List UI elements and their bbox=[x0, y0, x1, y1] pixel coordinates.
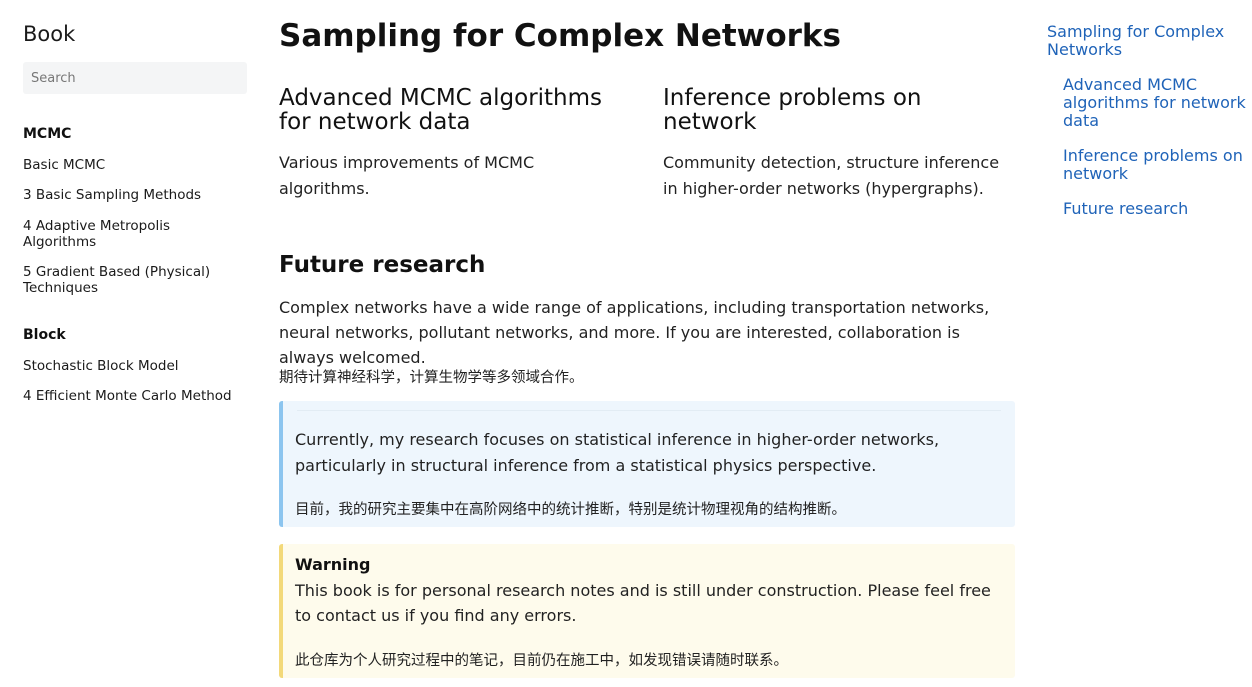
card-text-advanced-mcmc: Various improvements of MCMC algorithms. bbox=[279, 153, 535, 198]
future-research-cn-text: 期待计算神经科学，计算生物学等多领域合作。 bbox=[279, 370, 584, 386]
sidebar-section-mcmc: MCMC bbox=[23, 126, 72, 142]
book-title[interactable]: Book bbox=[23, 22, 76, 46]
sidebar-section-block: Block bbox=[23, 327, 66, 343]
toc-item-advanced-mcmc[interactable]: Advanced MCMC algorithms for network dat… bbox=[1063, 75, 1246, 130]
card-title-inference-problems[interactable]: Inference problems on network bbox=[663, 85, 922, 135]
warning-box: Warning This book is for personal resear… bbox=[279, 544, 1015, 678]
toc-item-inference-problems[interactable]: Inference problems on network bbox=[1063, 146, 1243, 183]
warning-text: This book is for personal research notes… bbox=[295, 581, 991, 625]
note-cn-text: 目前，我的研究主要集中在高阶网络中的统计推断，特别是统计物理视角的结构推断。 bbox=[295, 502, 846, 518]
note-divider bbox=[297, 410, 1001, 411]
card-title-advanced-mcmc[interactable]: Advanced MCMC algorithms for network dat… bbox=[279, 85, 603, 135]
sidebar-item-adaptive-metropolis[interactable]: 4 Adaptive Metropolis Algorithms bbox=[23, 218, 171, 250]
sidebar-item-efficient-monte-carlo[interactable]: 4 Efficient Monte Carlo Method bbox=[23, 388, 232, 404]
toc-item-sampling-for-complex-networks[interactable]: Sampling for Complex Networks bbox=[1047, 22, 1225, 59]
page-title: Sampling for Complex Networks bbox=[279, 18, 841, 54]
search-input[interactable] bbox=[23, 62, 247, 94]
card-text-inference-problems: Community detection, structure inference… bbox=[663, 153, 1000, 198]
note-box: Currently, my research focuses on statis… bbox=[279, 401, 1015, 527]
future-research-heading: Future research bbox=[279, 252, 486, 278]
warning-title: Warning bbox=[295, 555, 371, 574]
note-text: Currently, my research focuses on statis… bbox=[295, 430, 940, 475]
sidebar-item-gradient-based[interactable]: 5 Gradient Based (Physical) Techniques bbox=[23, 264, 211, 296]
sidebar-item-basic-sampling-methods[interactable]: 3 Basic Sampling Methods bbox=[23, 187, 202, 203]
sidebar-item-stochastic-block-model[interactable]: Stochastic Block Model bbox=[23, 358, 179, 374]
future-research-text: Complex networks have a wide range of ap… bbox=[279, 298, 990, 367]
warning-cn-text: 此仓库为个人研究过程中的笔记，目前仍在施工中，如发现错误请随时联系。 bbox=[295, 653, 788, 669]
toc-item-future-research[interactable]: Future research bbox=[1063, 199, 1189, 218]
sidebar-item-basic-mcmc[interactable]: Basic MCMC bbox=[23, 157, 106, 173]
